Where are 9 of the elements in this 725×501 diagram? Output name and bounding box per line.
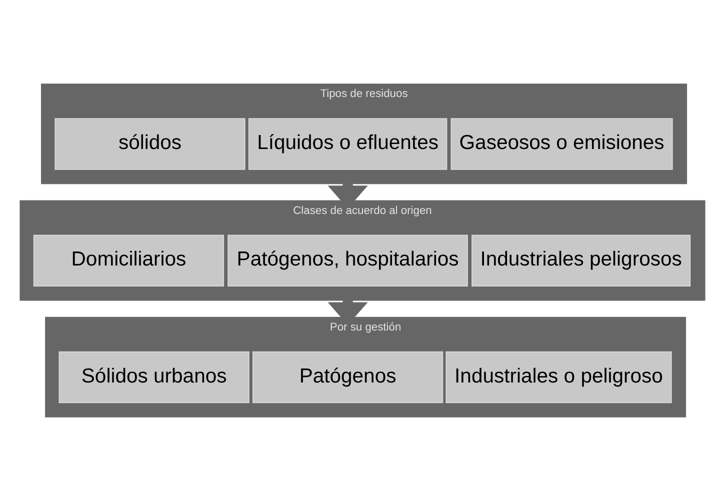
node-box: Industriales peligrosos bbox=[472, 234, 691, 286]
node-box: Sólidos urbanos bbox=[58, 351, 250, 404]
node-box: Patógenos bbox=[252, 351, 444, 404]
node-box: Domiciliarios bbox=[33, 234, 224, 286]
node-box: sólidos bbox=[54, 118, 246, 170]
node-box: Patógenos, hospitalarios bbox=[228, 234, 468, 286]
node-box: Líquidos o efluentes bbox=[248, 118, 448, 170]
node-box: Gaseosos o emisiones bbox=[450, 118, 673, 170]
node-box: Industriales o peligroso bbox=[446, 351, 672, 404]
